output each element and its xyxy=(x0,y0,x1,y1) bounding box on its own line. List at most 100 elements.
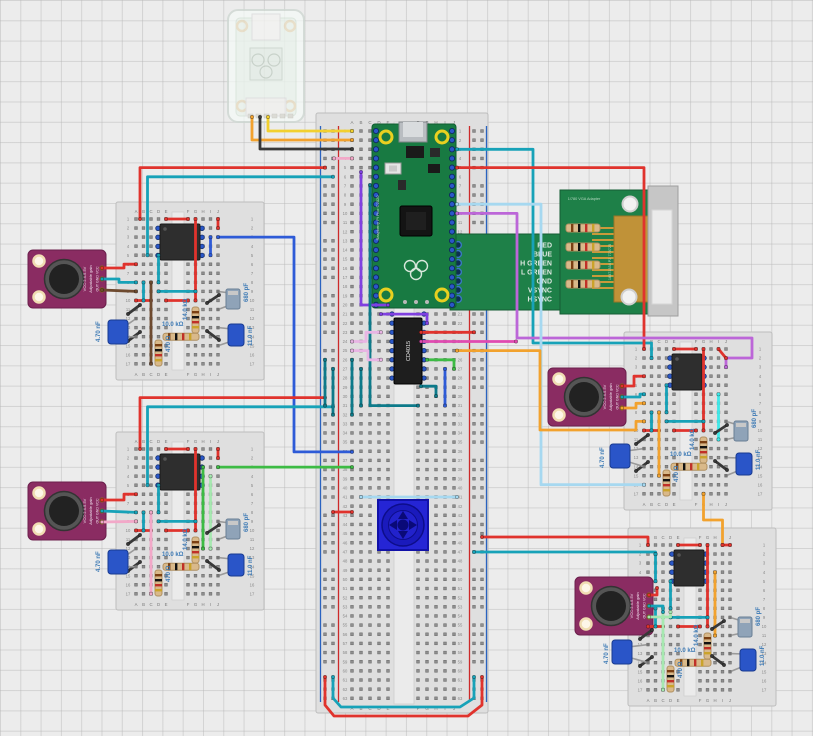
castellated-pin[interactable] xyxy=(448,219,456,226)
wire-black[interactable] xyxy=(205,559,221,572)
wire-black[interactable] xyxy=(258,115,354,151)
castellated-pin[interactable] xyxy=(372,210,380,217)
capacitor[interactable] xyxy=(724,452,753,478)
resistor[interactable] xyxy=(565,242,601,252)
wire-cyan[interactable] xyxy=(146,175,335,257)
castellated-pin[interactable] xyxy=(448,265,456,272)
castellated-pin[interactable] xyxy=(372,201,380,208)
wire-blue[interactable] xyxy=(216,235,354,454)
wire-orange[interactable] xyxy=(455,349,646,432)
wire-teal[interactable] xyxy=(419,384,438,398)
opamp-dip-ic[interactable] xyxy=(155,453,205,491)
resistor[interactable] xyxy=(191,306,200,334)
wire-black[interactable] xyxy=(638,628,654,641)
resistor[interactable] xyxy=(699,436,708,464)
resistor[interactable] xyxy=(674,658,712,667)
wire-purple[interactable] xyxy=(379,312,429,325)
castellated-pin[interactable] xyxy=(372,283,380,290)
capacitor[interactable] xyxy=(216,553,245,578)
castellated-pin[interactable] xyxy=(448,137,456,144)
wire-black[interactable] xyxy=(205,293,221,305)
castellated-pin[interactable] xyxy=(448,256,456,263)
wire-cyan[interactable] xyxy=(100,509,138,514)
capacitor[interactable] xyxy=(216,518,241,542)
camera-module[interactable] xyxy=(227,9,305,123)
wire-plum[interactable] xyxy=(350,330,383,343)
wire-black[interactable] xyxy=(710,654,726,667)
castellated-pin[interactable] xyxy=(448,292,456,299)
castellated-pin[interactable] xyxy=(448,283,456,290)
wire-cyan[interactable] xyxy=(647,604,665,614)
wire-red[interactable] xyxy=(480,535,650,547)
wire-red[interactable] xyxy=(717,347,728,360)
resistor[interactable] xyxy=(162,562,200,571)
capacitor[interactable] xyxy=(107,547,138,575)
wire-cyan[interactable] xyxy=(331,675,476,709)
wire-red[interactable] xyxy=(100,262,138,270)
castellated-pin[interactable] xyxy=(448,146,456,153)
wire-red[interactable] xyxy=(647,586,659,597)
castellated-pin[interactable] xyxy=(372,256,380,263)
wire-black[interactable] xyxy=(205,523,221,535)
wire-teal[interactable] xyxy=(368,183,420,408)
wire-black[interactable] xyxy=(126,303,142,316)
castellated-pin[interactable] xyxy=(448,182,456,189)
wire-red[interactable] xyxy=(323,675,484,718)
wire-pink[interactable] xyxy=(100,520,138,524)
castellated-pin[interactable] xyxy=(448,191,456,199)
wire-black[interactable] xyxy=(634,433,650,446)
castellated-pin[interactable] xyxy=(372,219,380,226)
castellated-pin[interactable] xyxy=(372,155,380,162)
castellated-pin[interactable] xyxy=(448,155,456,162)
resistor[interactable] xyxy=(154,339,163,367)
opamp-dip-ic[interactable] xyxy=(155,223,205,261)
resistor[interactable] xyxy=(662,469,671,497)
switch-center[interactable] xyxy=(397,519,409,531)
wire-yellow[interactable] xyxy=(266,115,354,133)
wire-green[interactable] xyxy=(425,358,456,371)
resistor[interactable] xyxy=(191,536,200,564)
resistor[interactable] xyxy=(670,462,708,471)
wire-purple[interactable] xyxy=(359,170,390,307)
capacitor[interactable] xyxy=(107,317,138,345)
wire-black[interactable] xyxy=(205,329,221,342)
castellated-pin[interactable] xyxy=(372,246,380,253)
castellated-pin[interactable] xyxy=(372,265,380,272)
wire-black[interactable] xyxy=(713,423,729,435)
wire-orange[interactable] xyxy=(620,401,646,410)
castellated-pin[interactable] xyxy=(372,292,380,299)
capacitor[interactable] xyxy=(609,443,646,469)
wire-red[interactable] xyxy=(138,396,327,451)
wire-plum[interactable] xyxy=(350,349,383,362)
castellated-pin[interactable] xyxy=(372,164,380,171)
castellated-pin[interactable] xyxy=(448,274,456,281)
wire-red[interactable] xyxy=(138,166,327,221)
wire-red[interactable] xyxy=(100,492,138,502)
raspberry-pi-pico[interactable]: Raspberry Pi Pico ©2020 xyxy=(371,121,457,309)
castellated-pin[interactable] xyxy=(372,137,380,144)
castellated-pin[interactable] xyxy=(372,173,380,180)
capacitor[interactable] xyxy=(611,639,650,665)
opamp-dip-ic[interactable] xyxy=(669,549,709,587)
capacitor[interactable] xyxy=(216,323,245,348)
castellated-pin[interactable] xyxy=(448,127,456,135)
wire-red[interactable] xyxy=(455,166,646,351)
wire-cyan[interactable] xyxy=(100,277,138,284)
castellated-pin[interactable] xyxy=(448,173,456,180)
wire-cyan[interactable] xyxy=(620,392,646,399)
wire-ltblue[interactable] xyxy=(455,202,646,487)
castellated-pin[interactable] xyxy=(372,191,380,199)
resistor[interactable] xyxy=(565,279,601,289)
castellated-pin[interactable] xyxy=(448,301,456,308)
castellated-pin[interactable] xyxy=(448,164,456,171)
wire-black[interactable] xyxy=(713,459,729,472)
resistor[interactable] xyxy=(703,632,712,660)
wire-brown[interactable] xyxy=(100,288,138,293)
cd4015-ic[interactable]: CD4015 xyxy=(389,311,427,385)
resistor[interactable] xyxy=(154,569,163,597)
capacitor[interactable] xyxy=(728,648,757,674)
wire-orange[interactable] xyxy=(702,492,724,547)
